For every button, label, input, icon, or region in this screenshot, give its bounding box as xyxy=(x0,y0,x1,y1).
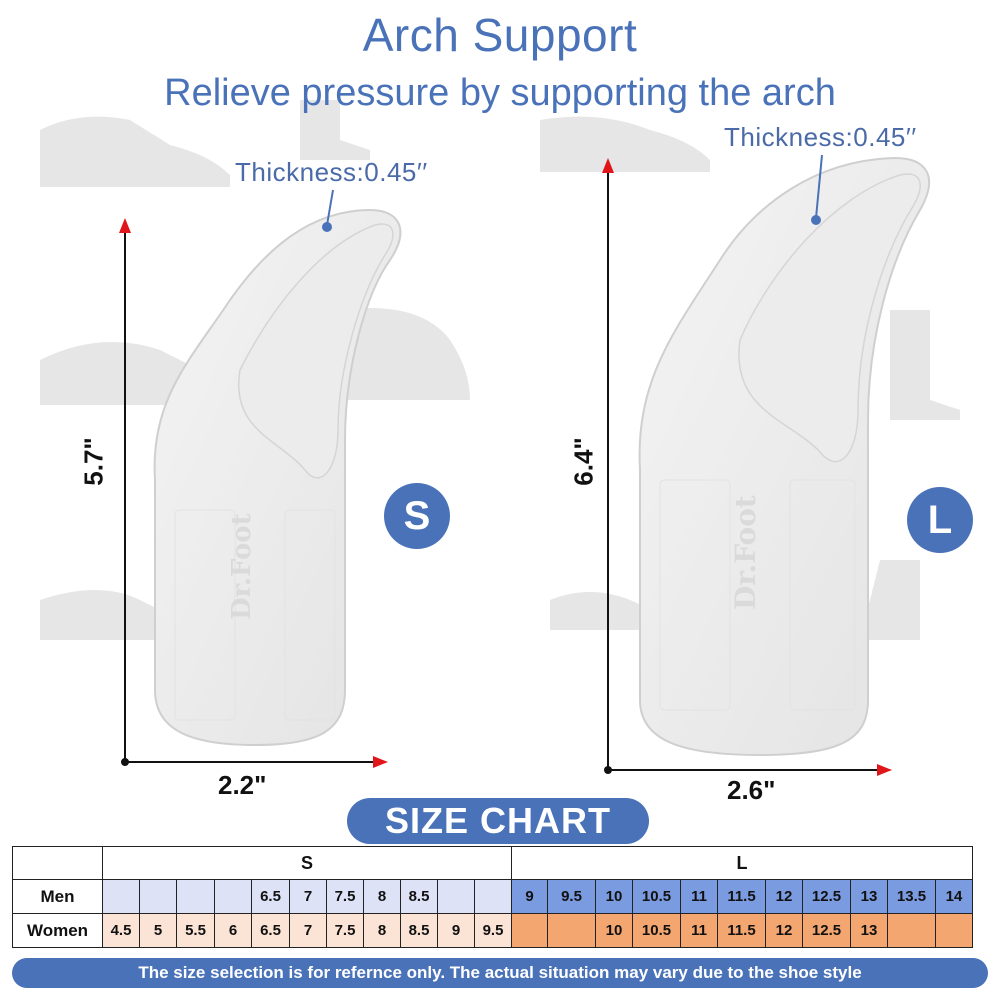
l-men-cell: 13 xyxy=(850,879,888,914)
large-thickness-label: Thickness:0.45′′ xyxy=(724,122,917,152)
l-women-cell: 12.5 xyxy=(802,913,851,948)
size-s-badge: S xyxy=(384,483,450,549)
l-women-cell: 13 xyxy=(850,913,888,948)
s-men-cell: 8.5 xyxy=(400,879,438,914)
s-men-cell xyxy=(139,879,177,914)
l-women-cell: 12 xyxy=(765,913,803,948)
l-men-cell: 11 xyxy=(680,879,718,914)
large-brand-text: Dr.Foot xyxy=(729,495,762,610)
size-chart-title: SIZE CHART xyxy=(347,798,649,844)
s-men-cell xyxy=(214,879,252,914)
s-men-cell xyxy=(437,879,475,914)
large-width-label: 2.6" xyxy=(727,775,776,805)
s-women-cell: 9.5 xyxy=(474,913,512,948)
s-women-cell: 4.5 xyxy=(102,913,140,948)
small-thickness-label: Thickness:0.45′′ xyxy=(235,157,428,187)
s-men-cell xyxy=(102,879,140,914)
large-insole-diagram: Dr.Foot xyxy=(602,154,931,776)
men-row-label: Men xyxy=(12,879,103,914)
large-dot-pattern xyxy=(659,479,856,711)
s-women-cell: 8.5 xyxy=(400,913,438,948)
s-women-cell: 7.5 xyxy=(326,913,364,948)
women-row-label: Women xyxy=(12,913,103,948)
s-men-cell xyxy=(176,879,215,914)
s-women-cell: 8 xyxy=(363,913,401,948)
l-men-cell: 10.5 xyxy=(632,879,681,914)
l-women-cell xyxy=(511,913,548,948)
l-women-cell xyxy=(547,913,596,948)
s-women-cell: 6.5 xyxy=(251,913,290,948)
s-men-cell: 6.5 xyxy=(251,879,290,914)
s-women-cell: 5 xyxy=(139,913,177,948)
size-l-header: L xyxy=(511,846,973,880)
small-brand-text: Dr.Foot xyxy=(227,513,257,620)
small-height-label: 5.7" xyxy=(78,437,109,486)
s-men-cell: 8 xyxy=(363,879,401,914)
disclaimer-footer: The size selection is for refernce only.… xyxy=(12,958,988,988)
l-men-cell: 13.5 xyxy=(887,879,936,914)
s-women-cell: 9 xyxy=(437,913,475,948)
page-subtitle: Relieve pressure by supporting the arch xyxy=(164,72,836,114)
l-women-cell: 10.5 xyxy=(632,913,681,948)
l-men-cell: 10 xyxy=(595,879,633,914)
l-men-cell: 14 xyxy=(935,879,973,914)
s-men-cell xyxy=(474,879,512,914)
table-row-women: Women 4.5 5 5.5 6 6.5 7 7.5 8 8.5 9 9.5 … xyxy=(12,913,973,948)
s-women-cell: 6 xyxy=(214,913,252,948)
s-women-cell: 7 xyxy=(289,913,327,948)
l-women-cell xyxy=(887,913,936,948)
s-men-cell: 7 xyxy=(289,879,327,914)
l-men-cell: 11.5 xyxy=(717,879,766,914)
size-chart-table: S L Men 6.5 7 7.5 8 8.5 9 9.5 10 10.5 11… xyxy=(12,846,973,948)
l-women-cell xyxy=(935,913,973,948)
table-corner-cell xyxy=(12,846,103,880)
l-women-cell: 11.5 xyxy=(717,913,766,948)
l-men-cell: 9 xyxy=(511,879,548,914)
small-width-label: 2.2" xyxy=(218,770,267,800)
page-title: Arch Support xyxy=(362,9,638,61)
table-row-men: Men 6.5 7 7.5 8 8.5 9 9.5 10 10.5 11 11.… xyxy=(12,879,973,914)
l-women-cell: 10 xyxy=(595,913,633,948)
small-insole-diagram: Dr.Foot xyxy=(119,189,402,768)
l-men-cell: 12.5 xyxy=(802,879,851,914)
l-men-cell: 9.5 xyxy=(547,879,596,914)
l-women-cell: 11 xyxy=(680,913,718,948)
s-men-cell: 7.5 xyxy=(326,879,364,914)
size-l-badge: L xyxy=(907,487,973,553)
l-men-cell: 12 xyxy=(765,879,803,914)
large-height-label: 6.4" xyxy=(568,437,599,486)
size-s-header: S xyxy=(102,846,512,880)
s-women-cell: 5.5 xyxy=(176,913,215,948)
small-dot-pattern xyxy=(174,509,336,721)
